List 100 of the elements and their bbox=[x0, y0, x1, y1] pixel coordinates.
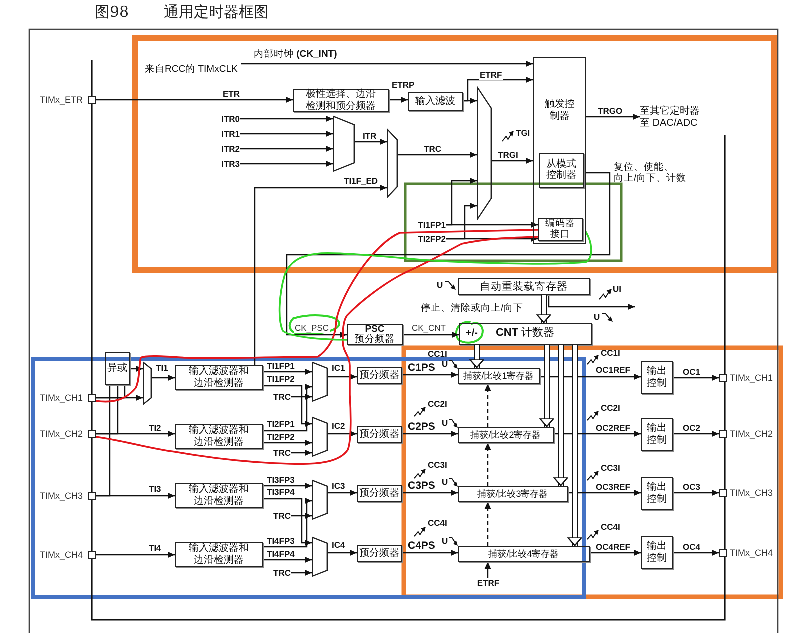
edge-label: TI2FP1 bbox=[266, 419, 296, 429]
destination-label: 至其它定时器至 DAC/ADC bbox=[640, 106, 706, 132]
edge-label: OC3 bbox=[682, 482, 702, 492]
pin-square bbox=[719, 549, 727, 557]
figure-title: 图98 通用定时器框图 bbox=[95, 3, 269, 21]
register-box: 捕获/比较4寄存器 bbox=[458, 546, 590, 562]
edge-label: OC1REF bbox=[595, 365, 632, 375]
edge-label: ETR bbox=[222, 89, 241, 99]
signal-label: TRC bbox=[266, 392, 291, 402]
edge-label: OC2REF bbox=[595, 423, 632, 433]
prescaler-box: 预分频器 bbox=[357, 426, 402, 443]
edge-label: IC1 bbox=[331, 363, 346, 373]
edge-label: TI4FP3 bbox=[266, 536, 296, 546]
controller-box: 从模式控制器 bbox=[538, 152, 584, 188]
arrow bbox=[398, 152, 477, 158]
pin-square bbox=[88, 394, 96, 402]
edge-label: TI3FP3 bbox=[266, 475, 296, 485]
multiplexer-symbol bbox=[312, 480, 328, 520]
counter-label: CNT 计数器 bbox=[496, 328, 555, 340]
event-label: CC2I bbox=[601, 403, 620, 413]
counter-box bbox=[459, 323, 592, 345]
connector-line bbox=[96, 385, 126, 399]
prescaler-title: PSC bbox=[365, 325, 385, 334]
signal-label: ITR2 bbox=[214, 144, 240, 154]
hand-drawn-line bbox=[95, 236, 539, 466]
interface-box: 编码器接口 bbox=[538, 218, 583, 241]
hollow-arrow bbox=[540, 295, 548, 324]
edge-label: OC3REF bbox=[595, 482, 632, 492]
arrow bbox=[402, 550, 458, 556]
filter-box: 输入滤波器和边沿检测器 bbox=[175, 483, 263, 508]
edge-label: IC3 bbox=[331, 481, 346, 491]
edge-label: TI4FP4 bbox=[266, 549, 296, 559]
pin-square bbox=[719, 489, 727, 497]
register-box: 捕获/比较3寄存器 bbox=[458, 486, 568, 502]
edge-label: TI4 bbox=[148, 543, 162, 553]
event-label: U bbox=[442, 418, 448, 428]
arrow bbox=[568, 490, 641, 496]
pin-label: TIMx_CH2 bbox=[40, 429, 83, 439]
pin-square bbox=[88, 492, 96, 500]
arrow bbox=[492, 158, 533, 164]
edge-label: C1PS bbox=[407, 362, 436, 374]
arrow bbox=[586, 114, 640, 120]
arrow bbox=[263, 368, 312, 376]
edge-label: C2PS bbox=[407, 421, 436, 433]
arrow bbox=[328, 490, 357, 496]
arrow bbox=[96, 96, 293, 104]
pin-square bbox=[719, 374, 727, 382]
signal-label: ITR0 bbox=[214, 114, 240, 124]
arrow bbox=[355, 138, 387, 146]
arrow bbox=[389, 96, 408, 104]
arrow bbox=[240, 130, 333, 138]
edge-label: OC4REF bbox=[595, 542, 632, 552]
dashed-arrow bbox=[484, 443, 492, 486]
sign-label: +/- bbox=[466, 328, 478, 340]
event-label: CC3I bbox=[601, 463, 620, 473]
multiplexer-symbol bbox=[477, 87, 492, 220]
process-box: 极性选择、边沿检测和预分频器 bbox=[293, 89, 389, 112]
arrow bbox=[291, 394, 312, 400]
output-control-box: 输出控制 bbox=[641, 361, 673, 394]
arrow bbox=[673, 490, 719, 496]
pin-square bbox=[719, 430, 727, 438]
pin-square bbox=[88, 96, 96, 104]
source-label: 来自RCC的 TIMxCLK bbox=[145, 64, 241, 76]
arrow bbox=[463, 98, 477, 104]
multiplexer-symbol bbox=[333, 116, 355, 172]
signal-label: TRC bbox=[266, 568, 291, 578]
edge-label: TI1FP2 bbox=[266, 374, 296, 384]
edge-label: TRC bbox=[423, 144, 442, 154]
arrow bbox=[96, 492, 175, 500]
edge-label: IC4 bbox=[331, 540, 346, 550]
multiplexer-symbol bbox=[387, 129, 398, 198]
arrow bbox=[590, 550, 641, 556]
xor-box: 异或 bbox=[105, 352, 130, 385]
signal-label: TRC bbox=[266, 448, 291, 458]
hand-drawn-line bbox=[95, 229, 539, 403]
edge-label: TRGI bbox=[497, 150, 520, 160]
prescaler-box: 预分频器 bbox=[357, 545, 402, 562]
multiplexer-symbol bbox=[312, 417, 328, 457]
arrow bbox=[328, 550, 357, 556]
pin-label: TIMx_CH1 bbox=[40, 393, 83, 403]
pin-label: TIMx_CH1 bbox=[730, 373, 774, 383]
arrow bbox=[328, 430, 357, 438]
edge-label: TI1F_ED bbox=[343, 176, 380, 186]
arrow bbox=[484, 562, 492, 578]
hollow-arrow bbox=[542, 345, 552, 428]
output-control-box: 输出控制 bbox=[641, 536, 673, 569]
register-box: 捕获/比较2寄存器 bbox=[458, 427, 554, 443]
multiplexer-symbol bbox=[143, 362, 152, 405]
pin-label: TIMx_CH3 bbox=[40, 491, 83, 501]
edge-label: ETRP bbox=[391, 80, 416, 90]
arrow bbox=[152, 374, 175, 382]
signal-label: TI1FP1 bbox=[408, 220, 446, 230]
arrow bbox=[673, 430, 719, 438]
edge-label: IC2 bbox=[331, 421, 346, 431]
arrow bbox=[540, 374, 641, 380]
edge-label: TI2 bbox=[148, 423, 162, 433]
event-label: CC1I bbox=[428, 349, 448, 359]
prescaler-box: 预分频器 bbox=[357, 485, 402, 502]
filter-box: 输入滤波器和边沿检测器 bbox=[175, 542, 263, 567]
edge-label: C3PS bbox=[407, 480, 436, 492]
